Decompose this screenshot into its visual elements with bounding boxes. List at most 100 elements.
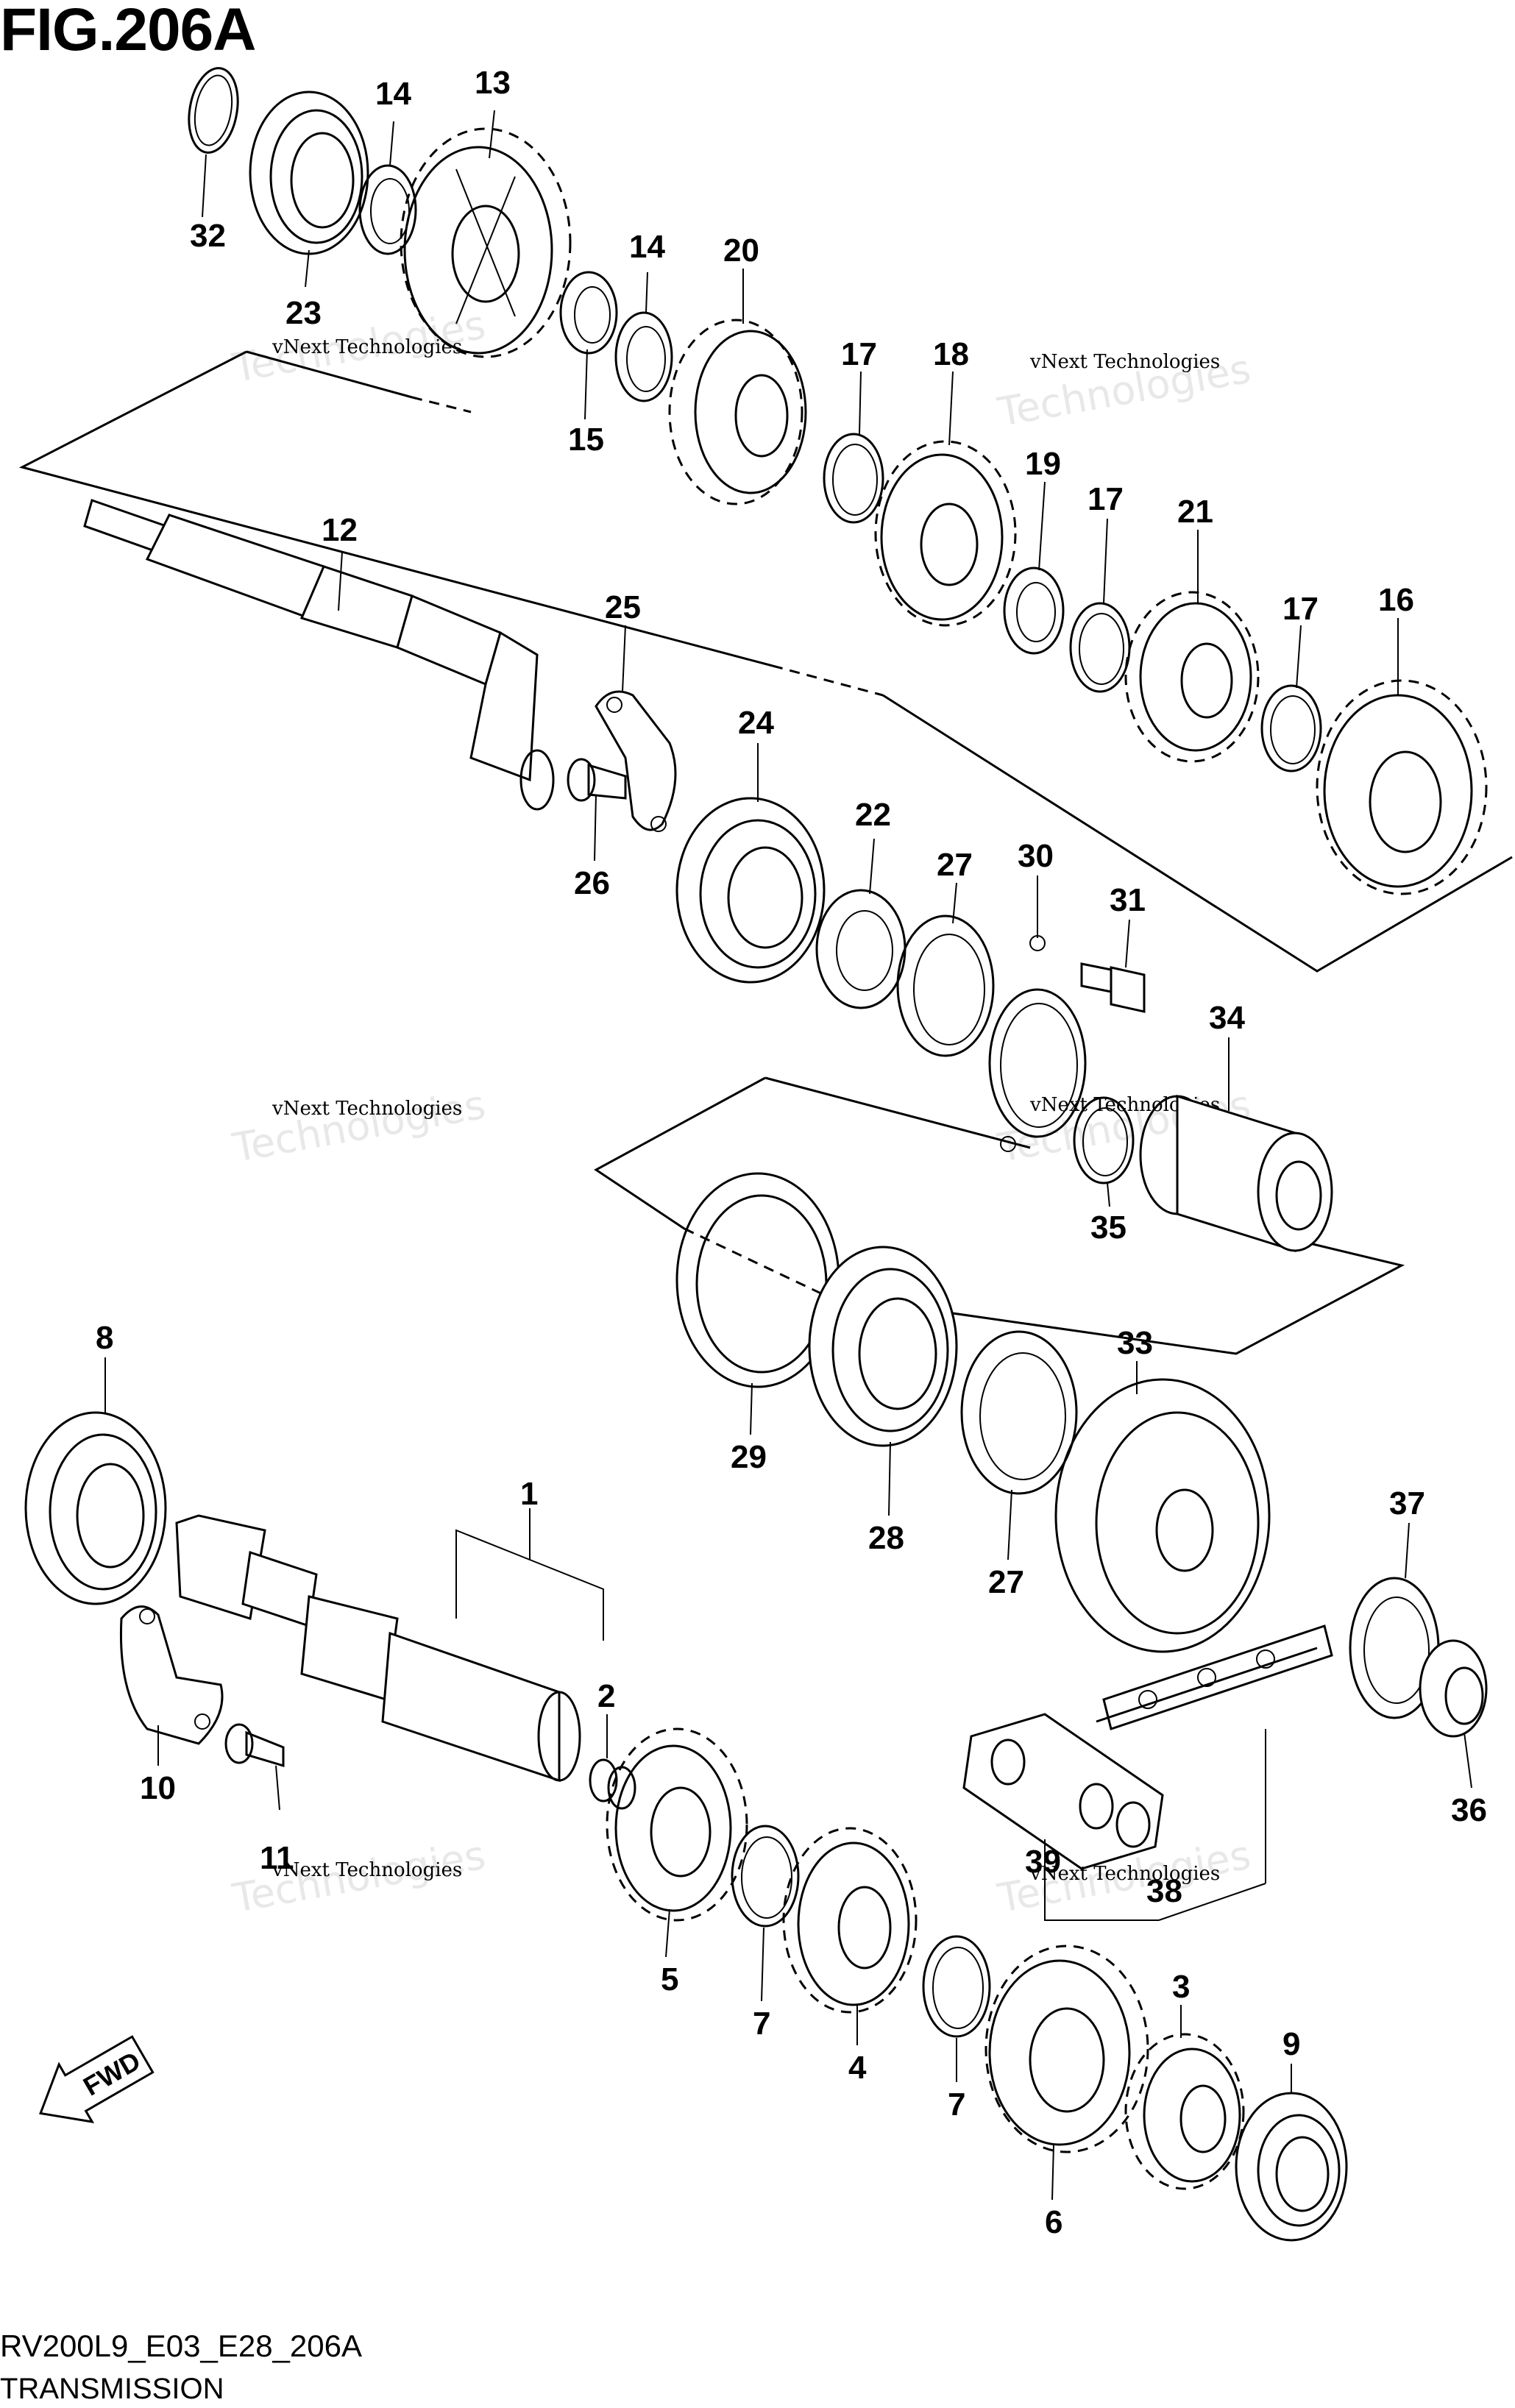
part-25-plate <box>595 690 677 832</box>
part-5-gear <box>606 1727 748 1922</box>
watermark-text: vNext Technologies <box>272 1859 462 1881</box>
part-17-circlip <box>1069 602 1131 693</box>
callout-35: 35 <box>1090 1210 1127 1246</box>
part-7-circlip <box>731 1825 800 1928</box>
part-14-washer <box>614 311 673 402</box>
callout-labels: 32 14 13 23 14 20 15 17 18 19 17 21 17 1… <box>96 65 1487 2240</box>
part-13-gear <box>400 127 572 358</box>
part-35-o-ring <box>1073 1096 1135 1185</box>
callout-16: 16 <box>1378 582 1414 618</box>
part-19-washer <box>1003 567 1065 655</box>
callout-17: 17 <box>841 336 877 372</box>
callout-14: 14 <box>375 76 411 112</box>
figure-title: FIG.206A <box>0 0 256 63</box>
part-7-circlip <box>922 1935 991 2038</box>
callout-24: 24 <box>738 705 774 741</box>
part-16-gear <box>1316 679 1488 895</box>
part-34-spacer <box>1139 1094 1333 1253</box>
part-8-bearing <box>24 1411 167 1605</box>
figure-code: RV200L9_E03_E28_206A <box>0 2329 363 2363</box>
fwd-arrow: FWD <box>38 2035 155 2123</box>
part-14-washer <box>358 164 417 255</box>
callout-11: 11 <box>260 1840 294 1876</box>
part-11-screw <box>224 1723 285 1768</box>
watermark-text: vNext Technologies <box>272 336 462 358</box>
part-1-driveshaft <box>175 1514 581 1783</box>
watermark-large-text: Technologies <box>229 1082 489 1171</box>
drive-sprocket-group-outline <box>594 1076 1405 1355</box>
callout-30: 30 <box>1018 838 1054 874</box>
leader-lines <box>104 110 1472 2201</box>
callout-23: 23 <box>285 295 322 331</box>
callout-38: 38 <box>1146 1873 1182 1909</box>
callout-29: 29 <box>731 1439 767 1475</box>
part-17-circlip <box>823 433 884 524</box>
callout-9: 9 <box>1282 2026 1300 2062</box>
callout-8: 8 <box>96 1320 113 1356</box>
callout-26: 26 <box>574 865 610 901</box>
callout-2: 2 <box>597 1678 615 1714</box>
watermark-text: vNext Technologies <box>1029 351 1220 373</box>
callout-7: 7 <box>753 2006 770 2042</box>
chain-joint-kit <box>962 1713 1164 1870</box>
callout-39: 39 <box>1025 1844 1061 1880</box>
callout-22: 22 <box>855 797 891 833</box>
callout-34: 34 <box>1209 1000 1245 1036</box>
part-9-bearing <box>1235 2092 1348 2242</box>
callout-1: 1 <box>520 1476 538 1512</box>
callout-27: 27 <box>937 847 973 883</box>
callout-7: 7 <box>948 2086 965 2123</box>
part-21-gear <box>1124 591 1260 763</box>
part-33-drive-sprocket <box>1054 1378 1271 1653</box>
callout-27: 27 <box>988 1564 1024 1600</box>
part-3-gear <box>1124 2033 1245 2190</box>
callout-36: 36 <box>1451 1792 1487 1828</box>
callout-6: 6 <box>1045 2204 1062 2240</box>
callout-10: 10 <box>140 1770 176 1806</box>
drive-chain <box>1096 1624 1333 1730</box>
countershaft-group-outline <box>18 350 1513 973</box>
callout-4: 4 <box>848 2050 867 2086</box>
callout-3: 3 <box>1172 1969 1190 2005</box>
part-10-plate <box>119 1605 224 1745</box>
callout-12: 12 <box>322 512 358 548</box>
callout-14: 14 <box>629 229 665 265</box>
part-23-bearing <box>249 90 369 255</box>
callout-31: 31 <box>1110 882 1146 918</box>
part-27-oil-seal <box>960 1330 1078 1495</box>
callout-18: 18 <box>933 336 969 372</box>
watermark-text: vNext Technologies <box>1029 1863 1220 1885</box>
callout-37: 37 <box>1389 1485 1425 1521</box>
part-18-gear <box>874 440 1017 627</box>
callout-32: 32 <box>190 218 226 254</box>
callout-20: 20 <box>723 232 759 269</box>
callout-5: 5 <box>661 1961 678 1997</box>
callout-25: 25 <box>605 589 641 625</box>
part-31-bolt <box>1080 962 1146 1013</box>
watermark-text: vNext Technologies <box>272 1098 462 1120</box>
part-6-gear <box>984 1944 1149 2153</box>
callout-17: 17 <box>1088 481 1124 517</box>
part-24-bearing <box>675 797 826 984</box>
part-4-gear <box>782 1827 918 2014</box>
part-22-washer <box>815 889 906 1009</box>
part-26-bolt <box>567 758 627 802</box>
callout-15: 15 <box>568 422 604 458</box>
part-30-retainer-plate <box>988 935 1087 1152</box>
part-28-bearing <box>808 1246 958 1447</box>
part-20-gear <box>668 319 807 505</box>
callout-21: 21 <box>1177 494 1213 530</box>
part-27-oil-seal <box>896 914 995 1057</box>
callout-33: 33 <box>1117 1325 1153 1361</box>
callout-13: 13 <box>475 65 511 101</box>
figure-name: TRANSMISSION <box>0 2373 224 2405</box>
part-17-circlip <box>1260 684 1322 773</box>
part-32-circlip <box>188 67 239 154</box>
part-12-countershaft <box>83 499 555 811</box>
callout-28: 28 <box>868 1520 904 1556</box>
callout-19: 19 <box>1025 446 1061 482</box>
part-15-needle-bearing <box>559 271 618 355</box>
callout-17: 17 <box>1282 591 1319 627</box>
